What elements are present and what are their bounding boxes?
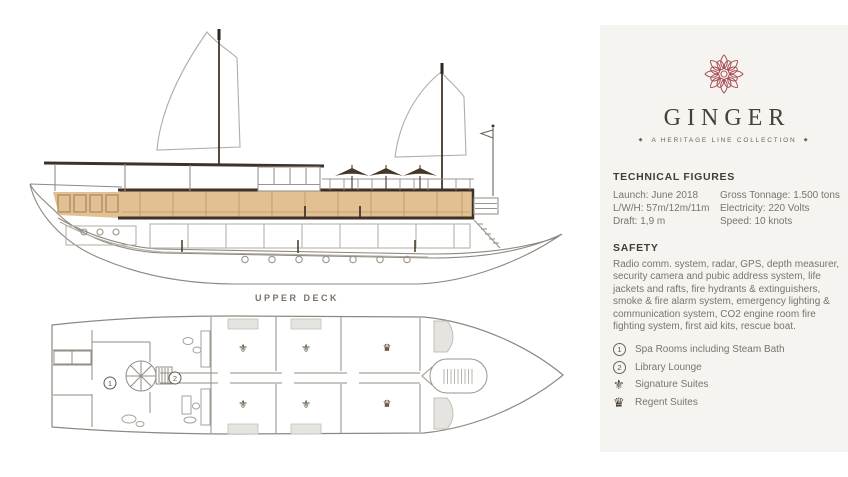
lounge-furniture <box>121 330 211 427</box>
porthole-icons <box>80 228 411 264</box>
ship-drawings: 1 2 ⚜ ⚜ ⚜ ⚜ ♛ ♛ <box>29 29 564 435</box>
legend-label-library: Library Lounge <box>635 361 702 373</box>
tagline-text: A HERITAGE LINE COLLECTION <box>651 137 797 144</box>
legend-label-regent: Regent Suites <box>635 396 698 408</box>
legend: 1 Spa Rooms including Steam Bath 2 Libra… <box>613 341 785 411</box>
library-marker-circle <box>168 371 182 385</box>
signature-suite-icon: ⚜ <box>301 343 311 355</box>
spec-lwh: L/W/H: 57m/12m/11m <box>613 203 710 214</box>
main-deck-windows <box>65 223 471 249</box>
spec-tonnage: Gross Tonnage: 1.500 tons <box>720 190 840 201</box>
library-number-icon: 2 <box>613 360 626 374</box>
fore-sail-icon <box>394 71 467 158</box>
deck-label: UPPER DECK <box>254 293 339 303</box>
cabin-beds <box>227 318 322 435</box>
legend-label-signature: Signature Suites <box>635 379 709 391</box>
signature-suite-icon: ⚜ <box>238 343 248 355</box>
side-elevation-drawing <box>29 29 563 285</box>
flag-icon <box>479 124 495 196</box>
crown-icon: ♛ <box>613 394 625 410</box>
spec-speed: Speed: 10 knots <box>720 216 793 227</box>
spec-electricity: Electricity: 220 Volts <box>720 203 810 214</box>
legend-item-regent: ♛ Regent Suites <box>613 394 785 412</box>
spiral-staircase <box>125 360 173 392</box>
bow-plan-structures <box>421 320 488 430</box>
lotus-logo-icon <box>704 54 744 94</box>
signature-suite-icon: ⚜ <box>301 399 311 411</box>
legend-item-spa: 1 Spa Rooms including Steam Bath <box>613 341 785 359</box>
safety-heading: SAFETY <box>613 242 659 254</box>
fleur-de-lis-icon: ⚜ <box>613 377 625 393</box>
regent-suite-icon: ♛ <box>383 399 392 410</box>
brand-logo: GINGER ◆ A HERITAGE LINE COLLECTION ◆ <box>600 51 848 144</box>
safety-body: Radio comm. system, radar, GPS, depth me… <box>613 259 840 333</box>
legend-label-spa: Spa Rooms including Steam Bath <box>635 344 785 356</box>
upper-deck-plan-drawing: 1 2 ⚜ ⚜ ⚜ ⚜ ♛ ♛ <box>51 315 564 435</box>
main-sail-icon <box>156 31 241 151</box>
cabin-walls <box>160 317 421 433</box>
aft-roof <box>43 161 325 168</box>
sun-deck-railing <box>322 178 474 190</box>
technical-figures-heading: TECHNICAL FIGURES <box>613 171 735 183</box>
technical-figures-section: TECHNICAL FIGURES Launch: June 2018 L/W/… <box>613 171 840 228</box>
spec-launch: Launch: June 2018 <box>613 190 699 201</box>
upper-deck-highlight <box>53 188 475 220</box>
legend-item-signature: ⚜ Signature Suites <box>613 376 785 394</box>
hull-outline <box>29 183 563 285</box>
spec-draft: Draft: 1,9 m <box>613 216 666 227</box>
bow-structure <box>473 197 501 249</box>
umbrella-icons <box>335 165 437 190</box>
brand-name: GINGER <box>663 105 791 131</box>
mast-icons <box>217 29 444 190</box>
spa-marker-circle <box>103 376 117 390</box>
brand-tagline: ◆ A HERITAGE LINE COLLECTION ◆ <box>600 137 848 144</box>
spa-number-icon: 1 <box>613 343 626 357</box>
tagline-ornament-left: ◆ <box>638 137 645 143</box>
tagline-ornament-right: ◆ <box>803 137 810 143</box>
regent-suite-icon: ♛ <box>383 343 392 354</box>
signature-suite-icon: ⚜ <box>238 399 248 411</box>
library-marker: 2 <box>173 374 177 383</box>
safety-section: SAFETY Radio comm. system, radar, GPS, d… <box>613 242 847 333</box>
stern-compartments <box>53 330 151 427</box>
info-panel: GINGER ◆ A HERITAGE LINE COLLECTION ◆ TE… <box>600 25 848 452</box>
wheelhouse <box>257 166 321 192</box>
legend-item-library: 2 Library Lounge <box>613 359 785 377</box>
spa-marker: 1 <box>108 379 112 388</box>
plan-markers: 1 2 ⚜ ⚜ ⚜ ⚜ ♛ ♛ <box>103 343 392 411</box>
